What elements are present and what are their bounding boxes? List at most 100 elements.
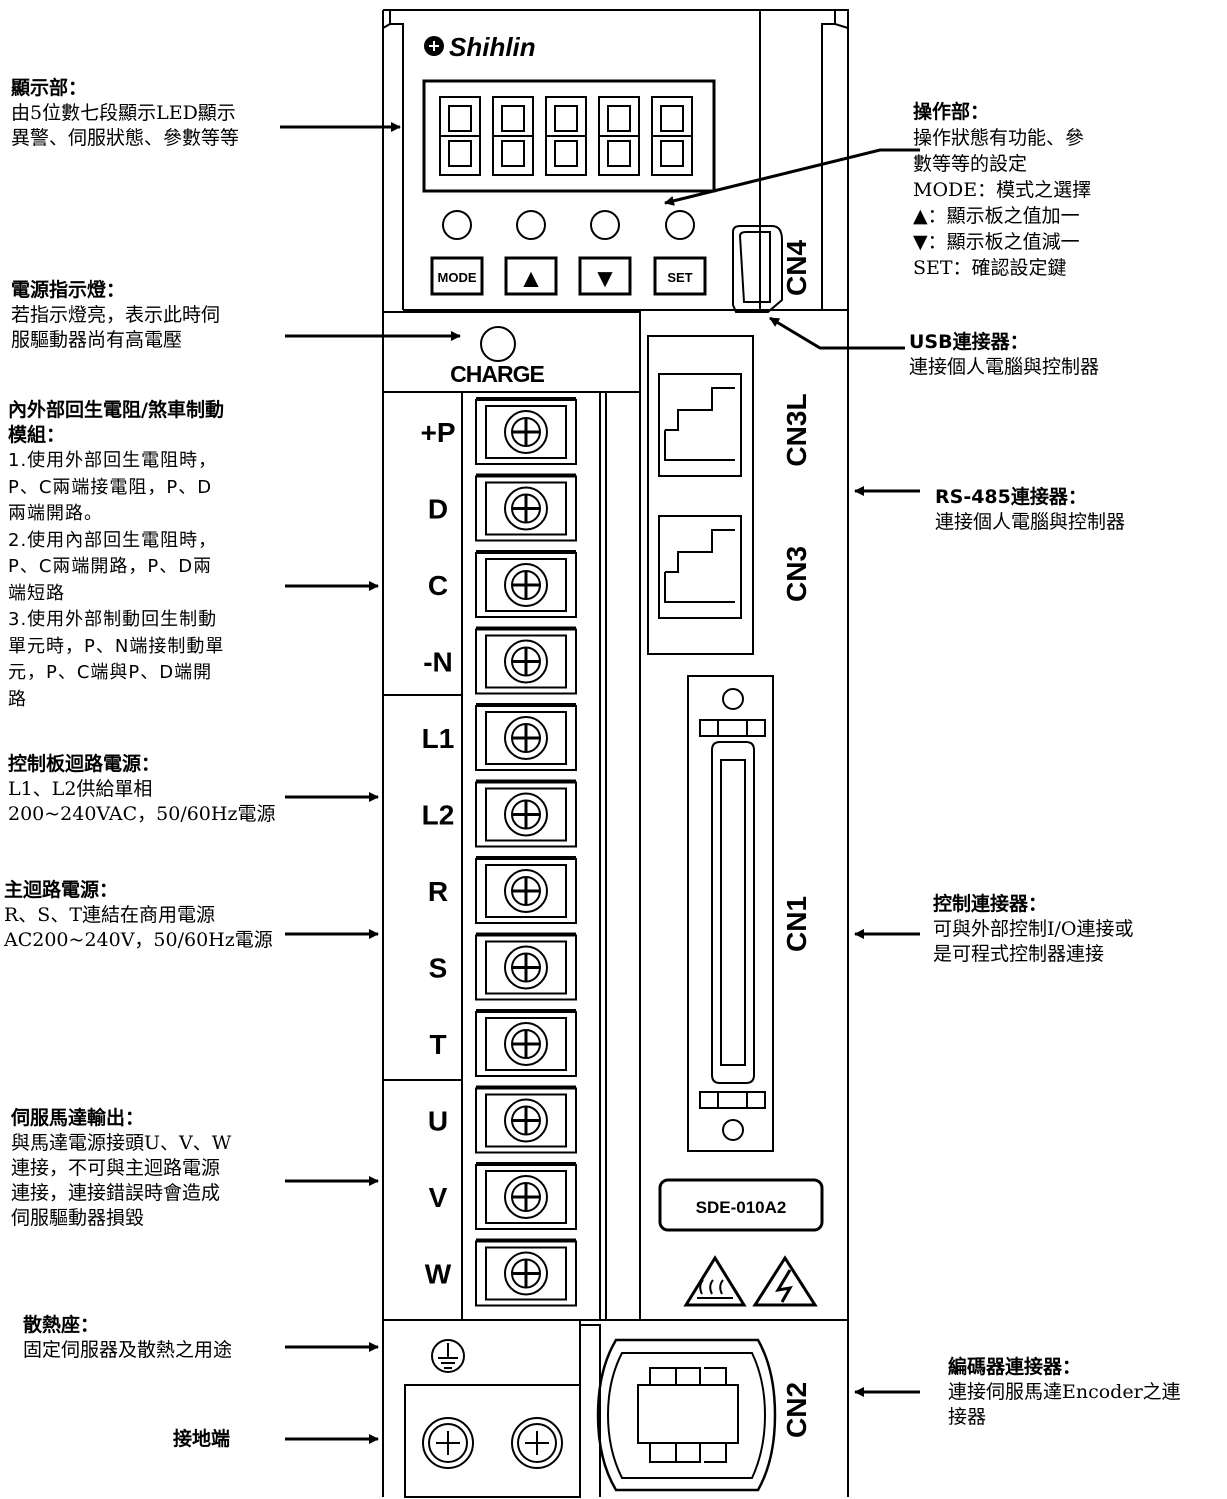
desc-line: 2.使用內部回生電阻時，	[8, 529, 218, 551]
terminal-label: W	[425, 1259, 452, 1290]
key-1-label: ▲	[518, 263, 544, 293]
encoder-desc: 連接伺服馬達Encoder之連接器	[948, 1380, 1181, 1430]
terminal-0: +P	[420, 397, 577, 465]
cn2-label: CN2	[781, 1382, 812, 1438]
desc-line: 服驅動器尚有高電壓	[11, 329, 183, 351]
ground-title: 接地端	[173, 1428, 231, 1450]
brand-label: Shihlin	[449, 32, 536, 62]
control-power-title: 控制板迴路電源：	[8, 753, 161, 775]
terminal-label: C	[428, 570, 448, 601]
model-label: SDE-010A2	[696, 1198, 787, 1217]
desc-line: P、C兩端開路，P、D兩	[8, 556, 213, 577]
cn2-port	[596, 1338, 777, 1492]
terminal-label: L2	[422, 800, 455, 831]
terminal-label: V	[429, 1182, 448, 1213]
usb-desc: 連接個人電腦與控制器	[909, 355, 1099, 380]
key-2-label: ▼	[592, 263, 618, 293]
desc-line: AC200~240V，50/60Hz電源	[4, 929, 273, 951]
cn4-label: CN4	[781, 240, 812, 296]
desc-line: 異警、伺服狀態、參數等等	[11, 127, 240, 149]
desc-line: 伺服驅動器損毀	[11, 1207, 145, 1229]
desc-line: 200~240VAC，50/60Hz電源	[8, 803, 276, 825]
terminal-label: -N	[423, 647, 453, 678]
terminal-label: +P	[420, 417, 455, 448]
key-2-button[interactable]	[578, 256, 632, 296]
encoder-annotation: 編碼器連接器： 連接伺服馬達Encoder之連接器	[948, 1355, 1181, 1430]
terminal-3: -N	[423, 626, 577, 695]
terminal-10: V	[429, 1162, 577, 1230]
key-circle[interactable]	[665, 210, 695, 240]
regen-title-2: 模組：	[8, 424, 66, 446]
desc-line: 1.使用外部回生電阻時，	[8, 450, 218, 471]
usb-title: USB連接器：	[909, 331, 1029, 353]
led-digit	[651, 96, 693, 176]
terminal-label: U	[428, 1106, 448, 1137]
desc-line: SET：確認設定鍵	[913, 257, 1067, 279]
terminal-label: D	[428, 494, 448, 525]
terminal-9: U	[428, 1085, 577, 1154]
desc-line: 3.使用外部制動回生制動	[8, 609, 218, 630]
desc-line: 固定伺服器及散熱之用途	[23, 1339, 233, 1361]
desc-line: 接器	[948, 1406, 987, 1428]
desc-line: ▼：顯示板之值減一	[913, 231, 1080, 253]
display-title: 顯示部：	[11, 77, 88, 99]
display-window	[422, 79, 716, 193]
hot-surface-warning-icon	[683, 1255, 747, 1307]
led-digit	[598, 96, 640, 176]
key-circle[interactable]	[442, 210, 472, 240]
main-power-title: 主迴路電源：	[4, 879, 119, 901]
desc-line: 連接，不可與主迴路電源	[11, 1157, 221, 1179]
key-circle[interactable]	[516, 210, 546, 240]
ground-symbol-icon	[431, 1339, 465, 1373]
desc-line: L1、L2供給單相	[8, 778, 153, 800]
heatsink-desc: 固定伺服器及散熱之用途	[23, 1338, 232, 1363]
ground-terminal	[404, 1384, 581, 1498]
ground-annotation: 接地端	[173, 1427, 230, 1452]
cn1-label: CN1	[781, 896, 812, 952]
led-digit	[492, 96, 534, 176]
key-0-button[interactable]	[430, 256, 484, 296]
cn3-block	[647, 335, 754, 655]
desc-line: 連接個人電腦與控制器	[935, 511, 1126, 533]
desc-line: 操作狀態有功能、參	[913, 127, 1085, 149]
rs485-annotation: RS-485連接器： 連接個人電腦與控制器	[935, 485, 1125, 535]
desc-line: 單元時，P、N端接制動單	[8, 635, 225, 657]
regen-annotation: 內外部回生電阻/煞車制動 模組： 1.使用外部回生電阻時，P、C兩端接電阻，P、…	[8, 398, 224, 713]
terminal-7: S	[429, 932, 577, 1001]
power-indicator-title: 電源指示燈：	[11, 279, 126, 301]
terminal-5: L2	[422, 779, 577, 848]
control-power-annotation: 控制板迴路電源： L1、L2供給單相 200~240VAC，50/60Hz電源	[8, 752, 275, 827]
control-connector-annotation: 控制連接器： 可與外部控制I/O連接或是可程式控制器連接	[933, 892, 1133, 967]
key-circle[interactable]	[590, 210, 620, 240]
desc-line: 與馬達電源接頭U、V、W	[11, 1132, 232, 1154]
rs485-title: RS-485連接器：	[935, 486, 1087, 508]
terminal-1: D	[428, 473, 577, 542]
key-3-label: SET	[667, 270, 692, 285]
terminal-11: W	[425, 1238, 577, 1307]
terminal-label: S	[429, 953, 448, 984]
key-0-label: MODE	[438, 270, 477, 285]
motor-output-title: 伺服馬達輸出：	[11, 1107, 145, 1129]
cn3-label: CN3	[781, 546, 812, 602]
desc-line: 連接，連接錯誤時會造成	[11, 1182, 221, 1204]
terminal-8: T	[429, 1009, 577, 1077]
display-annotation: 顯示部： 由5位數七段顯示LED顯示異警、伺服狀態、參數等等	[11, 76, 239, 151]
key-1-button[interactable]	[504, 256, 558, 296]
display-desc: 由5位數七段顯示LED顯示異警、伺服狀態、參數等等	[11, 101, 239, 151]
charge-label: CHARGE	[450, 361, 544, 387]
usb-annotation: USB連接器： 連接個人電腦與控制器	[909, 330, 1099, 380]
shihlin-logo-icon	[424, 36, 444, 56]
power-indicator-annotation: 電源指示燈： 若指示燈亮，表示此時伺服驅動器尚有高電壓	[11, 278, 220, 353]
heatsink-title: 散熱座：	[23, 1314, 100, 1336]
operation-buttons: MODE ▲ ▼ SET	[430, 210, 707, 296]
terminal-2: C	[428, 550, 577, 618]
heatsink-annotation: 散熱座： 固定伺服器及散熱之用途	[23, 1313, 232, 1363]
led-digit	[439, 96, 481, 176]
usb-arrow	[769, 316, 905, 350]
key-3-button[interactable]	[653, 256, 707, 296]
